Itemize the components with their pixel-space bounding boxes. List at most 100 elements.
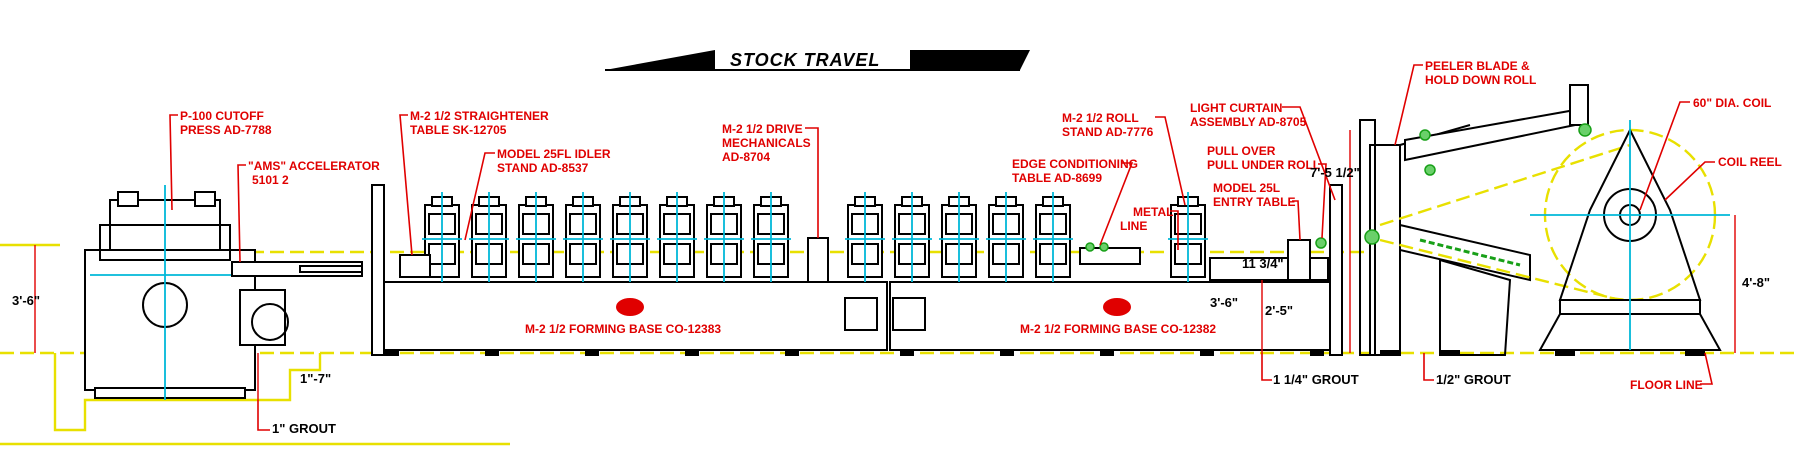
- floor-line-label: FLOOR LINE: [1630, 378, 1703, 392]
- base-feet: [385, 350, 1324, 356]
- dim-11-3-4: 11 3/4": [1242, 256, 1284, 271]
- entry-guide: [1287, 239, 1311, 281]
- peeler-pivot: [1364, 229, 1380, 245]
- foot: [1100, 350, 1114, 356]
- dim-height-4-8: 4'-8": [1742, 275, 1770, 290]
- peeler-stand: [1359, 84, 1592, 356]
- foot: [1380, 350, 1400, 356]
- grout-1-1-4-leader: [1261, 353, 1272, 381]
- roll-stand: [610, 192, 650, 282]
- entry-table-label-2: ENTRY TABLE: [1213, 195, 1295, 209]
- base-badge-right: [1103, 298, 1131, 316]
- drive-label-3: AD-8704: [722, 150, 770, 164]
- peeler-leader: [1394, 64, 1423, 146]
- peeler-support: [1439, 258, 1512, 356]
- foot: [1000, 350, 1014, 356]
- dim-grout-1-1-4: 1 1/4" GROUT: [1273, 372, 1359, 387]
- drive-label-1: M-2 1/2 DRIVE: [722, 122, 803, 136]
- stock-travel-title: STOCK TRAVEL: [730, 50, 880, 70]
- foot: [685, 350, 699, 356]
- accelerator-label-2: 5101 2: [252, 173, 289, 187]
- cutoff-press-label-1: P-100 CUTOFF: [180, 109, 264, 123]
- roll-stand: [892, 192, 932, 282]
- press-motor: [239, 289, 286, 346]
- press-cap-left: [117, 191, 139, 207]
- straightener-body: [399, 254, 431, 278]
- press-frame: [84, 249, 256, 391]
- accelerator: [231, 261, 363, 277]
- idler-label-1: MODEL 25FL IDLER: [497, 147, 611, 161]
- idler-leader: [464, 152, 495, 241]
- dimensions: 3'-6" 1"-7" 1" GROUT 3'-6" 2'-5" 11 3/4"…: [12, 130, 1770, 436]
- banner-left-wedge: [605, 50, 715, 70]
- dim-grout-1-2: 1/2" GROUT: [1436, 372, 1511, 387]
- pull-leader: [1318, 163, 1327, 239]
- light-curtain-leader: [1282, 106, 1336, 201]
- coil-dia-label: 60" DIA. COIL: [1693, 96, 1771, 110]
- roll-stand-label-2: STAND AD-7776: [1062, 125, 1154, 139]
- foot: [1200, 350, 1214, 356]
- cutoff-press-label-2: PRESS AD-7788: [180, 123, 272, 137]
- entry-table-body: [1209, 257, 1329, 281]
- coil-reel-leader: [1664, 161, 1715, 201]
- roll-stand: [751, 192, 791, 282]
- dim-table-3-6: 3'-6": [1210, 295, 1238, 310]
- foot: [1440, 350, 1460, 356]
- accelerator-leader: [237, 164, 246, 263]
- edge-label-2: TABLE AD-8699: [1012, 171, 1102, 185]
- drive-housing: [807, 237, 829, 283]
- forming-base-right: [889, 281, 1341, 351]
- coil-reel-label: COIL REEL: [1718, 155, 1782, 169]
- dim-pit: 1"-7": [300, 371, 331, 386]
- roll-stand: [1033, 192, 1073, 282]
- metal-line-leader: [1170, 210, 1179, 250]
- foot: [900, 350, 914, 356]
- roll-stand: [563, 192, 603, 282]
- dim-height-7-5: 7'-5 1/2": [1310, 165, 1360, 180]
- metal-line-label-1: METAL: [1133, 205, 1173, 219]
- roll-stand: [422, 192, 462, 282]
- foot: [585, 350, 599, 356]
- press-base: [94, 387, 246, 399]
- pull-label-2: PULL UNDER ROLL: [1207, 158, 1320, 172]
- edge-table-body: [1079, 247, 1141, 265]
- cutoff-press: [84, 185, 289, 400]
- edge-leader: [1099, 162, 1134, 246]
- coil-reel: [1379, 120, 1730, 356]
- entry-table-label-1: MODEL 25L: [1213, 181, 1280, 195]
- roll-stand: [939, 192, 979, 282]
- pull-roll: [1315, 237, 1327, 249]
- forming-bases: M-2 1/2 FORMING BASE CO-12383 M-2 1/2 FO…: [371, 184, 1343, 356]
- accelerator-label-1: "AMS" ACCELERATOR: [248, 159, 380, 173]
- drive-leader: [805, 127, 819, 238]
- foot: [1310, 350, 1324, 356]
- roll-stand: [1168, 192, 1208, 282]
- stock-travel-banner: STOCK TRAVEL: [605, 50, 1030, 71]
- edge-roller: [1085, 242, 1095, 252]
- peeler-label-2: HOLD DOWN ROLL: [1425, 73, 1536, 87]
- edge-conditioning-table: [1079, 242, 1141, 265]
- hold-down-roll: [1578, 123, 1592, 137]
- accelerator-body: [231, 261, 363, 277]
- forming-base-right-label: M-2 1/2 FORMING BASE CO-12382: [1020, 322, 1216, 336]
- idler-label-2: STAND AD-8537: [497, 161, 589, 175]
- foot: [1685, 350, 1705, 356]
- foot: [485, 350, 499, 356]
- light-curtain-label-2: ASSEMBLY AD-8705: [1190, 115, 1307, 129]
- roll-stand: [845, 192, 885, 282]
- base-badge-left: [616, 298, 644, 316]
- arm-pivot: [1424, 164, 1436, 176]
- straightener-label-2: TABLE SK-12705: [410, 123, 507, 137]
- motor-pulley: [251, 303, 289, 341]
- roll-stand: [704, 192, 744, 282]
- banner-right-block: [910, 50, 1030, 70]
- roll-stands-left: [422, 192, 791, 282]
- base-end-post-left: [371, 184, 385, 356]
- base-end-post-right: [1329, 184, 1343, 356]
- roll-stands-right: [845, 192, 1208, 282]
- edge-label-1: EDGE CONDITIONING: [1012, 157, 1138, 171]
- foot: [1555, 350, 1575, 356]
- roll-stand: [516, 192, 556, 282]
- coil-tangent-bottom: [1379, 238, 1621, 302]
